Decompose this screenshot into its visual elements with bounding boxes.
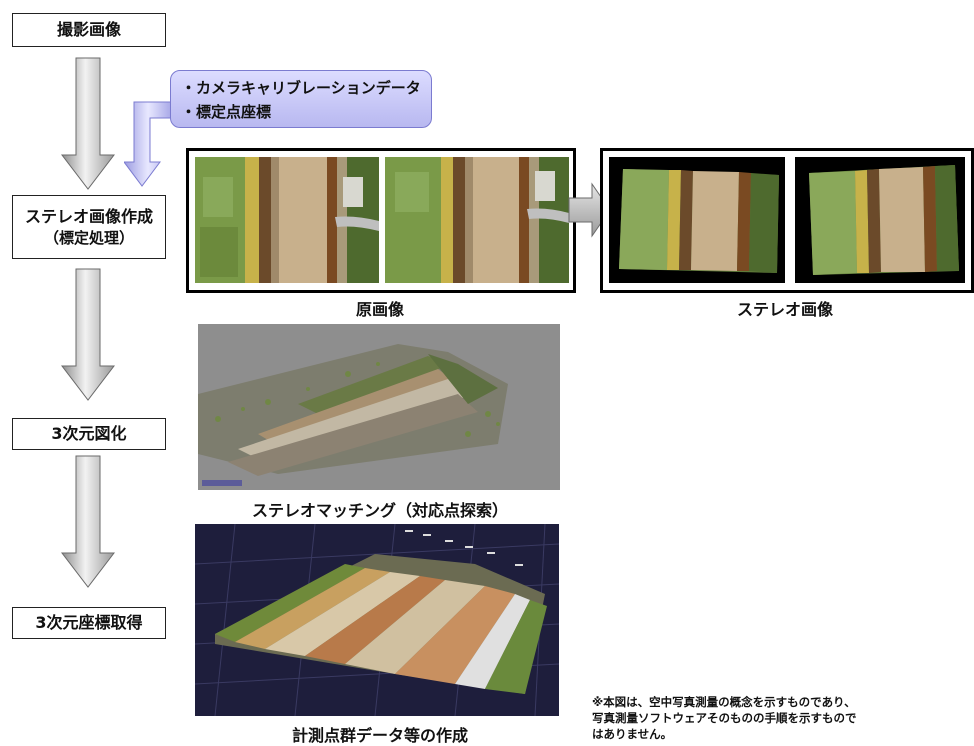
caption-stereo-images: ステレオ画像 [736,300,833,319]
callout-item-camera-calibration: ・カメラキャリブレーションデータ [181,79,421,97]
step-capture-images: 撮影画像 [12,13,166,47]
step-stereo-creation-label-2: （標定処理） [43,228,134,247]
aerial-photo-left [195,157,379,283]
original-images-frame [186,148,576,293]
point-cloud-render [195,524,559,716]
caption-point-cloud: 計測点群データ等の作成 [291,726,468,745]
step-3d-coordinates-label: 3次元座標取得 [35,613,143,633]
step-3d-plotting: 3次元図化 [12,418,166,450]
step-capture-images-label: 撮影画像 [56,20,121,40]
step-stereo-creation: ステレオ画像作成 （標定処理） [12,195,166,259]
stereo-photo-right [795,157,965,283]
stereo-matching-render [198,324,560,490]
caption-original-images: 原画像 [355,300,404,319]
stereo-images-frame [600,148,974,293]
calibration-inputs-callout: ・カメラキャリブレーションデータ ・標定点座標 [170,70,432,128]
down-arrow-1 [60,57,116,190]
step-3d-plotting-label: 3次元図化 [51,424,127,444]
disclaimer-note: ※本図は、空中写真測量の概念を示すものであり、写真測量ソフトウェアそのものの手順… [592,695,857,741]
down-arrow-2 [60,268,116,401]
calibration-input-arrow [124,101,173,187]
stereo-photo-left [609,157,785,283]
callout-item-control-points: ・標定点座標 [181,103,272,121]
step-3d-coordinates: 3次元座標取得 [12,607,166,639]
caption-stereo-matching: ステレオマッチング（対応点探索） [251,501,508,520]
aerial-photo-right [385,157,569,283]
step-stereo-creation-label-1: ステレオ画像作成 [24,207,153,227]
down-arrow-3 [60,455,116,588]
